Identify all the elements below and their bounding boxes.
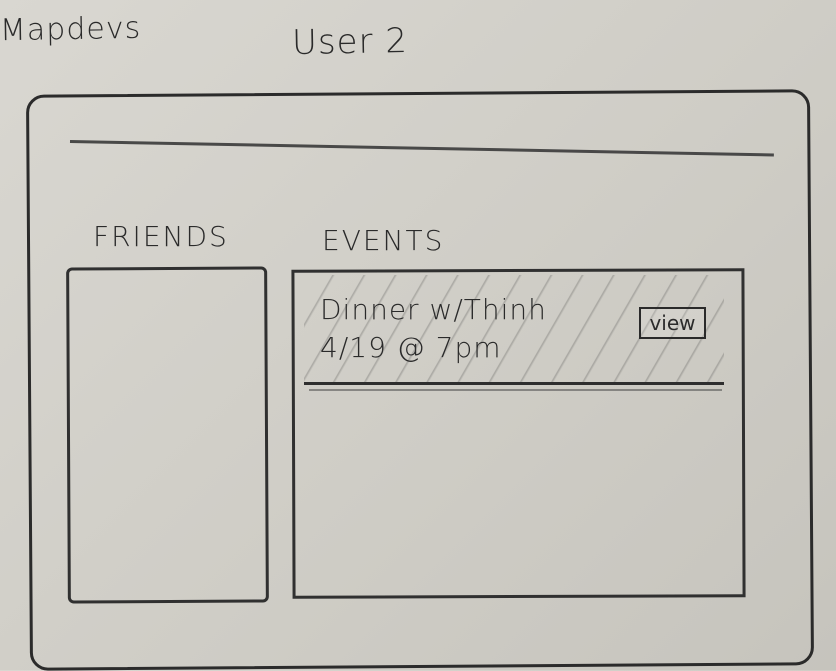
user-label: User 2 [291, 20, 409, 64]
events-title: EVENTS [322, 224, 445, 257]
event-card[interactable]: Dinner w/Thinh 4/19 @ 7pm view [304, 275, 724, 385]
friends-title: FRIENDS [93, 220, 229, 253]
friends-panel [66, 266, 269, 604]
view-button[interactable]: view [639, 307, 706, 339]
event-title: Dinner w/Thinh [320, 293, 547, 326]
card-divider [309, 389, 722, 391]
brand-text: Mapdevs [0, 10, 142, 49]
event-datetime: 4/19 @ 7pm [320, 331, 502, 364]
